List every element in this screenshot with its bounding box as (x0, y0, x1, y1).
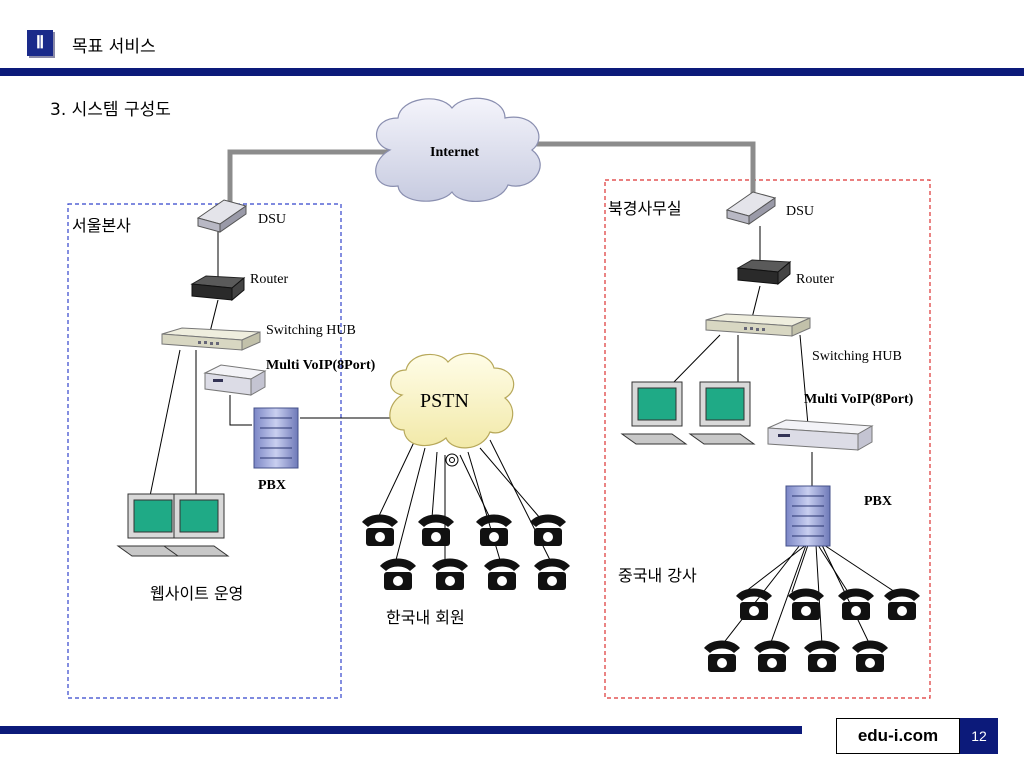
dsu-icon (196, 199, 248, 233)
dsu-icon (725, 191, 777, 225)
pc-icon (620, 381, 688, 445)
telephone-icon (704, 640, 740, 672)
pstn-cloud-icon (389, 352, 515, 467)
pc-icon (688, 381, 756, 445)
pbx-icon (253, 407, 299, 469)
internet-cloud-icon (375, 97, 541, 203)
pbx-phone-wires (721, 544, 896, 646)
beijing-phones-caption: 중국내 강사 (618, 566, 697, 585)
seoul-site-boundary (67, 203, 342, 699)
beijing-router-label: Router (796, 272, 835, 287)
router-icon (190, 275, 246, 302)
telephone-icon (418, 514, 454, 546)
internet-label: Internet (430, 145, 479, 160)
beijing-voip-label: Multi VoIP(8Port) (804, 392, 914, 407)
telephone-icon (754, 640, 790, 672)
telephone-icon (788, 588, 824, 620)
switch-hub-icon (705, 313, 811, 337)
seoul-pc-caption: 웹사이트 운영 (150, 584, 244, 603)
seoul-dsu-label: DSU (258, 212, 287, 227)
pstn-phone-wires (377, 439, 551, 561)
beijing-site-boundary (604, 179, 931, 699)
telephone-icon (432, 558, 468, 590)
voip-gateway-icon (203, 364, 267, 396)
beijing-pbx-label: PBX (864, 494, 892, 509)
page-title: 목표 서비스 (72, 37, 156, 57)
pstn-label: PSTN (420, 390, 469, 412)
page-number: 12 (960, 718, 998, 754)
telephone-icon (530, 514, 566, 546)
china-telephones (704, 588, 920, 672)
telephone-icon (884, 588, 920, 620)
korea-telephones (362, 514, 570, 590)
router-icon (736, 259, 792, 286)
header-divider (0, 68, 1024, 76)
telephone-icon (838, 588, 874, 620)
korea-phones-caption: 한국내 회원 (386, 608, 465, 627)
beijing-site-title: 북경사무실 (608, 199, 682, 218)
seoul-switch-label: Switching HUB (266, 323, 356, 338)
telephone-icon (484, 558, 520, 590)
voip-gateway-icon (767, 419, 874, 451)
seoul-pbx-label: PBX (258, 478, 286, 493)
beijing-switch-label: Switching HUB (812, 349, 902, 364)
wan-links (227, 141, 756, 208)
telephone-icon (380, 558, 416, 590)
section-number-badge: Ⅱ (27, 30, 53, 56)
section-title: 3. 시스템 구성도 (50, 100, 171, 120)
telephone-icon (852, 640, 888, 672)
network-links (149, 226, 813, 497)
telephone-icon (362, 514, 398, 546)
telephone-icon (736, 588, 772, 620)
footer-divider (0, 726, 802, 734)
footer-brand: edu-i.com (836, 718, 960, 754)
telephone-icon (476, 514, 512, 546)
pc-icon (162, 493, 230, 557)
seoul-site-title: 서울본사 (72, 216, 131, 235)
seoul-router-label: Router (250, 272, 289, 287)
beijing-dsu-label: DSU (786, 204, 815, 219)
telephone-icon (534, 558, 570, 590)
switch-hub-icon (161, 327, 261, 351)
telephone-icon (804, 640, 840, 672)
pc-icon (116, 493, 184, 557)
pbx-icon (785, 485, 831, 547)
seoul-voip-label: Multi VoIP(8Port) (266, 358, 376, 373)
